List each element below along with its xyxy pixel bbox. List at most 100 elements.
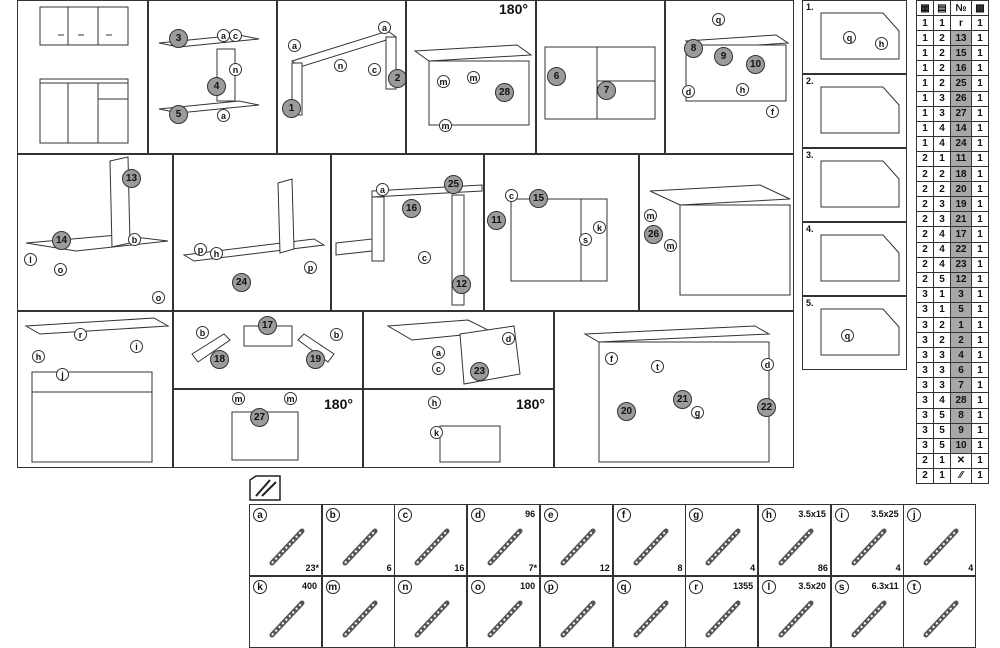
hardware-letter: c bbox=[398, 508, 413, 522]
table-cell: 20 bbox=[950, 181, 972, 198]
callout-7: 7 bbox=[597, 81, 616, 100]
table-cell: 26 bbox=[950, 90, 972, 107]
pin-icon bbox=[414, 528, 450, 566]
table-cell: 2 bbox=[916, 271, 934, 288]
table-cell: 17 bbox=[950, 226, 972, 243]
foot-icon bbox=[560, 600, 596, 638]
table-cell: 1 bbox=[971, 407, 989, 424]
table-cell: 4 bbox=[933, 392, 951, 409]
table-cell: 1 bbox=[916, 120, 934, 137]
letter-q: q bbox=[843, 31, 856, 44]
table-cell: 1 bbox=[933, 150, 951, 168]
table-cell: 1 bbox=[933, 452, 951, 469]
table-cell: 1 bbox=[916, 135, 934, 152]
table-cell: 24 bbox=[950, 135, 972, 152]
table-cell: 1 bbox=[916, 75, 934, 92]
table-cell: 3 bbox=[933, 362, 951, 379]
table-cell: 1 bbox=[971, 437, 989, 454]
letter-h: h bbox=[428, 396, 441, 409]
table-cell: 2 bbox=[916, 181, 934, 198]
back-panel-drawing bbox=[413, 44, 533, 126]
table-cell: 1 bbox=[971, 120, 989, 137]
table-cell: 1 bbox=[971, 256, 989, 273]
panel-step-shelves: 3 4 5 a c n a bbox=[148, 0, 277, 154]
table-cell: 19 bbox=[950, 196, 972, 213]
table-cell: 2 bbox=[933, 60, 951, 77]
qty-icon: ▩ bbox=[971, 0, 989, 17]
callout-6: 6 bbox=[547, 67, 566, 86]
letter-j: j bbox=[56, 368, 69, 381]
callout-23: 23 bbox=[470, 362, 489, 381]
table-cell: 1 bbox=[971, 211, 989, 228]
table-cell: 1 bbox=[971, 377, 989, 394]
hardware-qty: 16 bbox=[454, 563, 465, 573]
hardware-qty: 12 bbox=[599, 563, 610, 573]
hardware-letter: q bbox=[616, 580, 631, 594]
letter-c: c bbox=[505, 189, 518, 202]
table-cell: 1 bbox=[916, 15, 934, 32]
table-cell: 2 bbox=[916, 241, 934, 258]
table-cell: 1 bbox=[971, 45, 989, 62]
dowel-icon bbox=[269, 528, 305, 566]
table-cell: 4 bbox=[950, 347, 972, 364]
letter-n: n bbox=[334, 59, 347, 72]
table-cell: 3 bbox=[933, 347, 951, 364]
step-1: 1. q h bbox=[802, 0, 907, 74]
letter-p: p bbox=[304, 261, 317, 274]
table-cell: 1 bbox=[971, 60, 989, 77]
screw-icon bbox=[342, 528, 378, 566]
step-2-drawing bbox=[820, 86, 900, 134]
rotation-label: 180° bbox=[499, 1, 528, 17]
letter-c: c bbox=[432, 362, 445, 375]
step-number: 5. bbox=[806, 298, 814, 308]
letter-g: g bbox=[691, 406, 704, 419]
table-cell: 2 bbox=[933, 30, 951, 47]
hardware-item-m: m bbox=[321, 576, 395, 648]
table-cell: 1 bbox=[971, 75, 989, 92]
hinge-assembly-drawing bbox=[684, 34, 790, 102]
table-cell: 4 bbox=[933, 256, 951, 273]
hardware-item-c: c 16 bbox=[394, 504, 468, 576]
hardware-letter: o bbox=[471, 580, 486, 594]
hinge-icon bbox=[705, 528, 741, 566]
table-cell: 1 bbox=[971, 286, 989, 303]
callout-8: 8 bbox=[684, 39, 703, 58]
hardware-letter: p bbox=[543, 580, 558, 594]
hardware-letter: n bbox=[398, 580, 413, 594]
table-cell: 3 bbox=[916, 377, 934, 394]
table-cell: 2 bbox=[916, 226, 934, 243]
table-cell: 3 bbox=[933, 196, 951, 213]
plinth-drawing bbox=[182, 178, 326, 262]
callout-2: 2 bbox=[388, 69, 405, 88]
hardware-letter: j bbox=[907, 508, 922, 522]
table-cell: 5 bbox=[933, 407, 951, 424]
table-cell: 9 bbox=[950, 422, 972, 439]
callout-11: 11 bbox=[487, 211, 506, 230]
callout-15: 15 bbox=[529, 189, 548, 208]
table-cell: 2 bbox=[916, 150, 934, 168]
callout-22: 22 bbox=[757, 398, 776, 417]
handle-icon bbox=[487, 528, 523, 566]
letter-m: m bbox=[644, 209, 657, 222]
step-number: 3. bbox=[806, 150, 814, 160]
letter-o: o bbox=[152, 291, 165, 304]
table-cell: 1 bbox=[916, 45, 934, 62]
screw-icon bbox=[778, 600, 814, 638]
table-cell: 1 bbox=[971, 150, 989, 168]
